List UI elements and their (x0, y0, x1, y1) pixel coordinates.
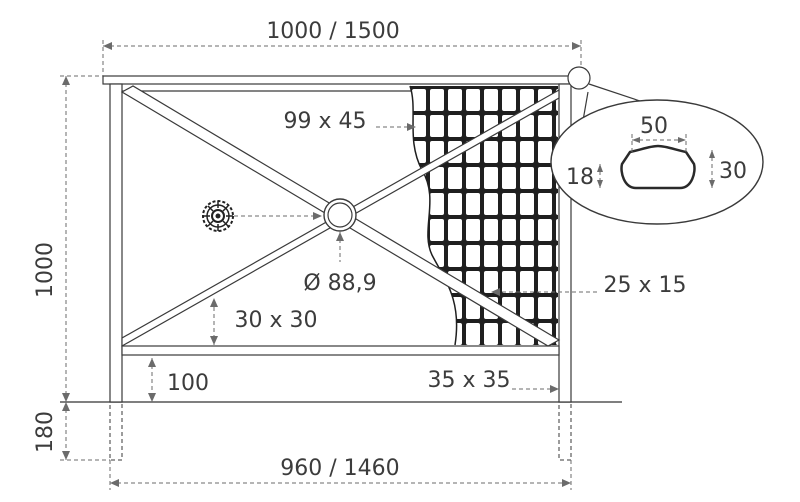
mesh-cell (520, 297, 534, 319)
bottom-width-label: 960 / 1460 (280, 456, 399, 481)
mesh-cell (448, 89, 462, 111)
mesh-cell (520, 193, 534, 215)
top-width-label: 1000 / 1500 (266, 19, 399, 44)
mesh-cell (430, 167, 444, 189)
mesh-cell (538, 141, 552, 163)
mesh-cell (448, 167, 462, 189)
leader-clearance (148, 358, 156, 402)
mesh-cell (466, 167, 480, 189)
profile-height-right-label: 30 (719, 159, 747, 184)
mesh-cell (484, 89, 498, 111)
mesh-cell (502, 245, 516, 267)
mesh-cell (466, 193, 480, 215)
top-rail (102, 75, 582, 85)
mesh-cell (466, 89, 480, 111)
mesh-cell (502, 271, 516, 293)
post-depth-label: 180 (33, 411, 58, 453)
mesh-cell (484, 323, 498, 345)
left-post (109, 83, 123, 461)
cross-bar-label: 30 x 30 (235, 308, 318, 333)
mesh-cell (538, 271, 552, 293)
profile-width-label: 50 (640, 114, 668, 139)
mesh-cell (430, 89, 444, 111)
mesh-cell (520, 271, 534, 293)
dim-bottom-width (109, 460, 572, 490)
mesh-cell (484, 219, 498, 241)
leader-mesh-bar (491, 288, 597, 296)
profile-height-left-label: 18 (566, 165, 594, 190)
ring-diameter-label: Ø 88,9 (303, 271, 376, 296)
mesh-cell (538, 297, 552, 319)
mesh-cell (538, 115, 552, 137)
mesh-cell (502, 89, 516, 111)
mesh-cell (412, 323, 426, 345)
dim-height (60, 75, 103, 402)
mesh-cell (538, 167, 552, 189)
rosette-icon (202, 200, 234, 232)
rail-profile-shape (620, 144, 696, 190)
mesh-cell (430, 115, 444, 137)
mesh-cell (466, 323, 480, 345)
mesh-cell (412, 297, 426, 319)
mesh-cell (502, 167, 516, 189)
leader-ring (234, 212, 344, 262)
mesh-cell (484, 245, 498, 267)
clearance-label: 100 (167, 371, 209, 396)
mesh-cell (538, 245, 552, 267)
mesh-cell (448, 115, 462, 137)
mesh-cell (538, 219, 552, 241)
detail-callout (550, 66, 764, 225)
rail-profile-label: 99 x 45 (284, 109, 367, 134)
height-label: 1000 (33, 242, 58, 298)
mesh-cell (448, 245, 462, 267)
mesh-cell (412, 219, 426, 241)
mesh-cell (466, 219, 480, 241)
mesh-cell (430, 323, 444, 345)
mesh-bar-label: 25 x 15 (604, 273, 687, 298)
leader-rail-profile (376, 123, 416, 131)
mesh-cell (502, 323, 516, 345)
mesh-cell (412, 89, 426, 111)
leader-post-section (512, 385, 559, 393)
mesh-cell (484, 141, 498, 163)
dim-top-width (102, 40, 582, 76)
post-section-label: 35 x 35 (428, 368, 511, 393)
mesh-cell (502, 219, 516, 241)
mesh-cell (520, 245, 534, 267)
mesh-cell (466, 245, 480, 267)
mesh-cell (484, 167, 498, 189)
mesh-cell (412, 115, 426, 137)
mesh-cell (466, 115, 480, 137)
mesh-cell (412, 271, 426, 293)
mesh-cell (520, 115, 534, 137)
mesh-cell (430, 219, 444, 241)
mesh-cell (448, 193, 462, 215)
dim-post-depth (60, 402, 110, 461)
mesh-cell (520, 167, 534, 189)
mesh-cell (502, 141, 516, 163)
leader-cross-bar (210, 298, 218, 345)
center-ring (323, 198, 357, 232)
mesh-cell (484, 271, 498, 293)
mesh-cell (484, 193, 498, 215)
mesh-cell (520, 219, 534, 241)
mesh-cell (502, 193, 516, 215)
mesh-cell (430, 297, 444, 319)
mesh-cell (430, 193, 444, 215)
mesh-cell (520, 141, 534, 163)
mesh-cell (538, 193, 552, 215)
mesh-cell (448, 219, 462, 241)
bottom-rail (121, 345, 560, 356)
mesh-cell (412, 193, 426, 215)
